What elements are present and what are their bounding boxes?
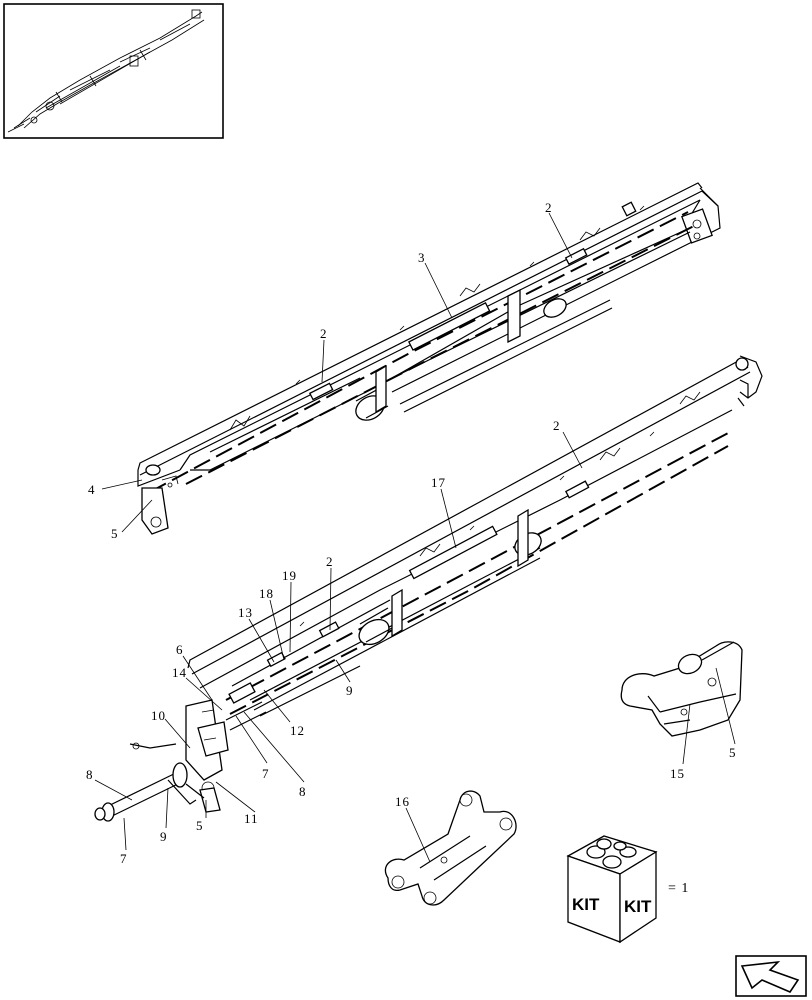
kit-label-left: KIT: [572, 895, 600, 914]
callout-13: 13: [238, 605, 253, 620]
callout-9: 9: [160, 829, 168, 844]
callout-7: 7: [262, 766, 270, 781]
callout-18: 18: [259, 586, 274, 601]
callout-2: 2: [553, 418, 561, 433]
callout-10: 10: [151, 708, 166, 723]
callout-labels: 2 3 2 4 5 2 17 19 18 2 13 6 14 9 12 10 7…: [86, 200, 737, 866]
callout-2: 2: [545, 200, 553, 215]
part-16-link: [384, 790, 517, 906]
callout-9: 9: [346, 683, 354, 698]
callout-5: 5: [196, 818, 204, 833]
part-15-bracket: [620, 641, 743, 737]
overview-thumbnail-icon[interactable]: [3, 3, 224, 139]
callout-19: 19: [282, 568, 297, 583]
callout-7: 7: [120, 851, 128, 866]
callout-8: 8: [86, 767, 94, 782]
next-page-arrow-icon[interactable]: [735, 955, 807, 997]
callout-3: 3: [418, 250, 426, 265]
callout-6: 6: [176, 642, 184, 657]
callout-5: 5: [111, 526, 119, 541]
kit-box-icon: KIT KIT: [566, 835, 658, 944]
leader-lines: [94, 212, 736, 863]
callout-8: 8: [299, 784, 307, 799]
callout-14: 14: [172, 665, 187, 680]
callout-4: 4: [88, 482, 96, 497]
callout-11: 11: [244, 811, 259, 826]
callout-5: 5: [729, 745, 737, 760]
callout-17: 17: [431, 475, 446, 490]
kit-label-right: KIT: [624, 897, 652, 916]
callout-2: 2: [326, 554, 334, 569]
kit-quantity: = 1: [668, 881, 689, 896]
callout-12: 12: [290, 723, 305, 738]
callout-2: 2: [320, 326, 328, 341]
callout-15: 15: [670, 766, 685, 781]
upper-boom-assembly: [137, 182, 721, 535]
callout-16: 16: [395, 794, 410, 809]
lower-boom-assembly: [94, 355, 763, 822]
